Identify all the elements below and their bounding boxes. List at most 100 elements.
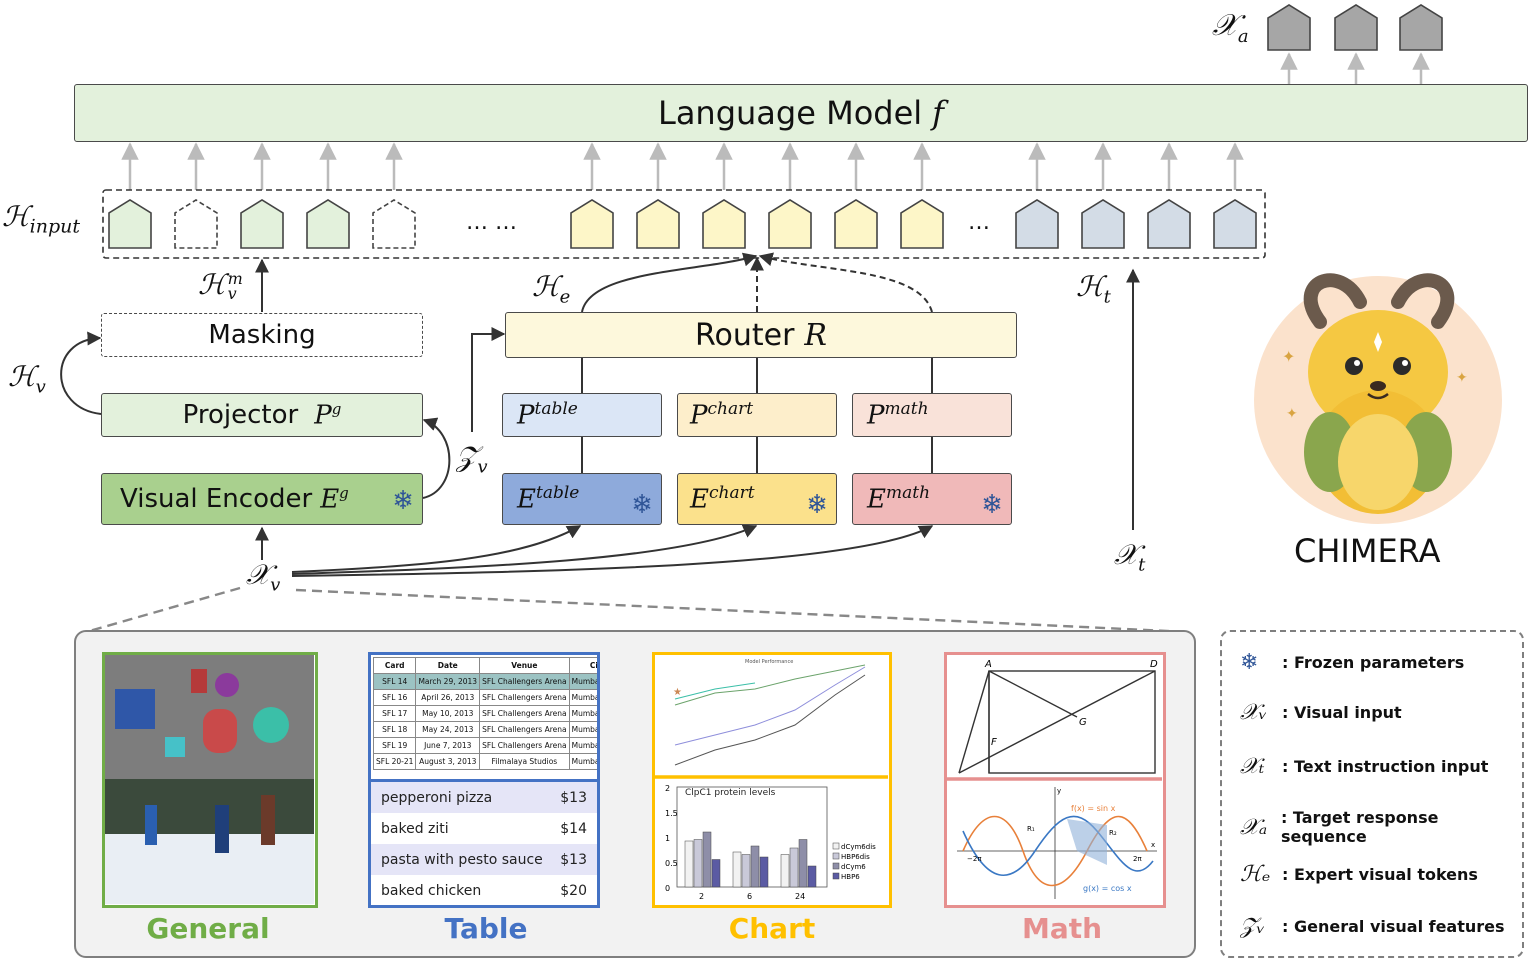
bar-y-tick: 0	[665, 884, 670, 893]
h-e-label: ℋe	[532, 270, 571, 308]
mascot-name: CHIMERA	[1294, 532, 1441, 570]
math-label-a: A	[984, 659, 992, 670]
frozen-icon: ❄	[806, 490, 828, 520]
math-x: x	[1151, 841, 1155, 849]
legend-symbol: ℋₑ	[1240, 862, 1271, 887]
svg-text:✦: ✦	[1286, 406, 1298, 422]
menu-item: baked chicken$20	[371, 875, 597, 905]
math-label-g: G	[1079, 717, 1087, 728]
bar	[798, 839, 808, 888]
output-tokens	[1267, 4, 1443, 51]
menu-item-price: $13	[560, 851, 587, 868]
bar-y-tick: 2	[665, 784, 670, 793]
menu-item-price: $13	[560, 789, 587, 806]
x-v-label: 𝒳v	[246, 558, 281, 596]
menu-item-name: pepperoni pizza	[381, 789, 493, 806]
language-model-label: Language Model	[657, 94, 923, 132]
menu-item: baked ziti$14	[371, 813, 597, 844]
bar-y-tick: 1	[665, 834, 670, 843]
svg-text:★: ★	[673, 687, 682, 698]
math-f-label: f(x) = sin x	[1071, 804, 1116, 813]
chimera-mascot-image: ✦ ✦ ✦	[1254, 273, 1502, 524]
menu-item-price: $20	[560, 882, 587, 899]
table-cell: SFL Challengers Arena	[479, 689, 570, 706]
chart-top-title: Model Performance	[745, 659, 793, 665]
legend-text: : Expert visual tokens	[1282, 865, 1478, 884]
encoder-table-symbol: Etable	[517, 483, 580, 515]
legend-frozen-icon: ❄	[1240, 650, 1259, 675]
table-cell: June 7, 2013	[415, 737, 481, 754]
bar-y-tick: 0.5	[665, 859, 678, 868]
table-cell: SFL 14	[372, 673, 417, 690]
token-masked	[372, 199, 416, 249]
frozen-icon: ❄	[392, 486, 414, 516]
token-text	[1213, 199, 1257, 249]
math-label-d: D	[1150, 659, 1158, 670]
table-header-cell: Venue	[479, 657, 570, 674]
table-cell: SFL 19	[372, 737, 417, 754]
category-math: Math	[1021, 912, 1103, 945]
legend-text: : Target response sequence	[1280, 808, 1439, 846]
chart-images: Model Performance ★ ClpC1 protein levels…	[655, 655, 888, 901]
category-chart: Chart	[728, 912, 816, 945]
token-text	[1081, 199, 1125, 249]
table-cell: May 10, 2013	[415, 705, 481, 722]
x-t-label: 𝒳t	[1114, 538, 1146, 576]
bar-x-tick: 24	[795, 892, 805, 901]
bar-legend-label: HBP6dis	[841, 853, 870, 861]
bar-y-tick: 1.5	[665, 809, 678, 818]
bar	[807, 865, 817, 888]
encoder-table-block: Etable ❄	[502, 473, 662, 525]
category-table: Table	[444, 912, 528, 945]
bar	[702, 831, 712, 888]
legend-row-xa: 𝒳ₐ : Target response sequence	[1240, 808, 1522, 846]
legend-row-zv: 𝒵ᵥ : General visual features	[1240, 914, 1505, 939]
token-text	[1015, 199, 1059, 249]
projector-chart-symbol: Pchart	[690, 399, 754, 431]
table-header-row: CardDateVenueCity	[372, 657, 597, 674]
legend-text: : Visual input	[1282, 703, 1402, 722]
token-general	[240, 199, 284, 249]
legend-row-frozen: ❄ : Frozen parameters	[1240, 650, 1464, 675]
bar-legend-label: dCym6dis	[841, 843, 876, 851]
math-y: y	[1057, 787, 1061, 795]
table-header-cell: Date	[415, 657, 481, 674]
bar	[789, 847, 799, 888]
math-thumbnail: A D G F f(x) = sin x g(x) = cos x R₁ R₂ …	[944, 652, 1166, 908]
chart-thumbnail: Model Performance ★ ClpC1 protein levels…	[652, 652, 892, 908]
bar-x-tick: 2	[699, 892, 704, 901]
frozen-icon: ❄	[631, 490, 653, 520]
math-r1: R₁	[1027, 825, 1035, 833]
table-cell: SFL 17	[372, 705, 417, 722]
table-cell: SFL Challengers Arena	[479, 737, 570, 754]
bar-x-tick: 6	[747, 892, 752, 901]
svg-text:✦: ✦	[1282, 347, 1295, 366]
chart-bottom-title: ClpC1 protein levels	[685, 788, 776, 798]
bar	[741, 854, 751, 888]
table-cell: Mumbai, India	[568, 689, 597, 706]
category-general: General	[146, 912, 270, 945]
general-images	[105, 655, 314, 904]
table-cell: SFL Challengers Arena	[479, 721, 570, 738]
symbol-legend: ❄ : Frozen parameters 𝒳ᵥ : Visual input …	[1220, 630, 1524, 958]
masking-block: Masking	[101, 313, 423, 357]
table-cell: Mumbai, India	[568, 673, 597, 690]
projector-table-symbol: Ptable	[517, 399, 578, 431]
token-expert	[636, 199, 680, 249]
table-cell: SFL 20-21	[372, 753, 417, 770]
table-cell: May 24, 2013	[415, 721, 481, 738]
general-thumbnail	[102, 652, 318, 908]
table-cell: SFL 16	[372, 689, 417, 706]
table-cell: Mumbai, India	[568, 737, 597, 754]
svg-text:✦: ✦	[1456, 370, 1468, 386]
math-neg2pi: −2π	[967, 855, 982, 863]
projector-block: Projector Pg	[101, 393, 423, 437]
projector-math-symbol: Pmath	[867, 399, 929, 431]
token-ellipsis: …	[968, 210, 990, 235]
math-label-f: F	[991, 737, 997, 748]
